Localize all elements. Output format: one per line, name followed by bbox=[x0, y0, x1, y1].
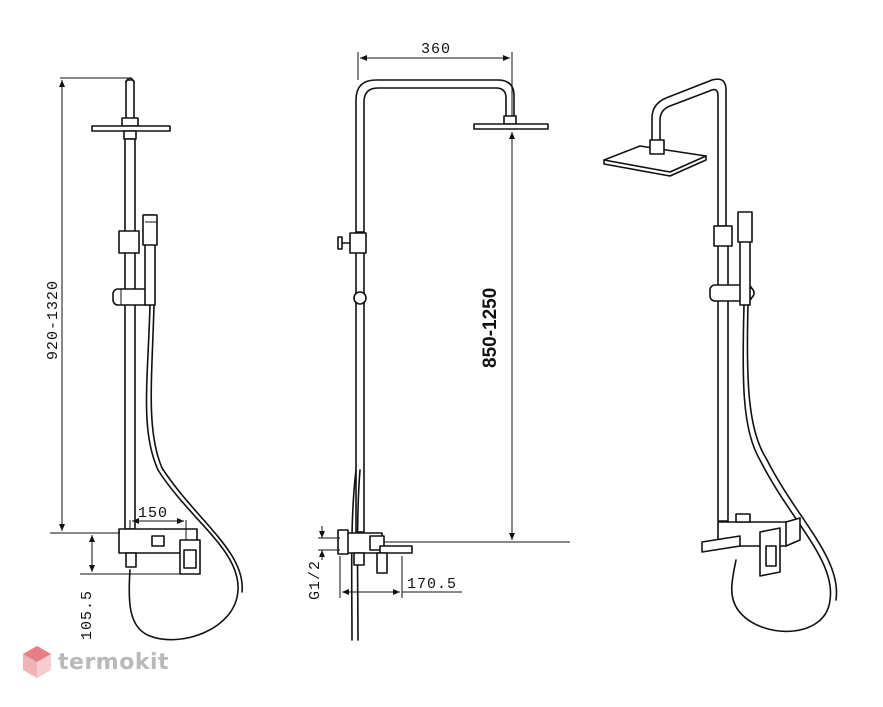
side-view: 360 850-1250 G1/2 170.5 bbox=[307, 41, 570, 641]
dim-left-offset: 105.5 bbox=[79, 590, 96, 640]
watermark-text: termokit bbox=[58, 649, 170, 675]
dim-center-thread: G1/2 bbox=[307, 560, 324, 600]
dim-left-width: 150 bbox=[138, 505, 168, 522]
dim-center-width: 360 bbox=[421, 41, 451, 58]
termokit-logo-icon bbox=[23, 646, 51, 678]
dim-left-height: 920-1320 bbox=[45, 280, 62, 360]
dim-center-spout: 170.5 bbox=[407, 576, 457, 593]
dim-center-height: 850-1250 bbox=[480, 288, 501, 368]
perspective-view bbox=[603, 78, 838, 633]
watermark: termokit bbox=[22, 640, 169, 684]
front-view: 920-1320 150 105.5 bbox=[45, 77, 243, 641]
